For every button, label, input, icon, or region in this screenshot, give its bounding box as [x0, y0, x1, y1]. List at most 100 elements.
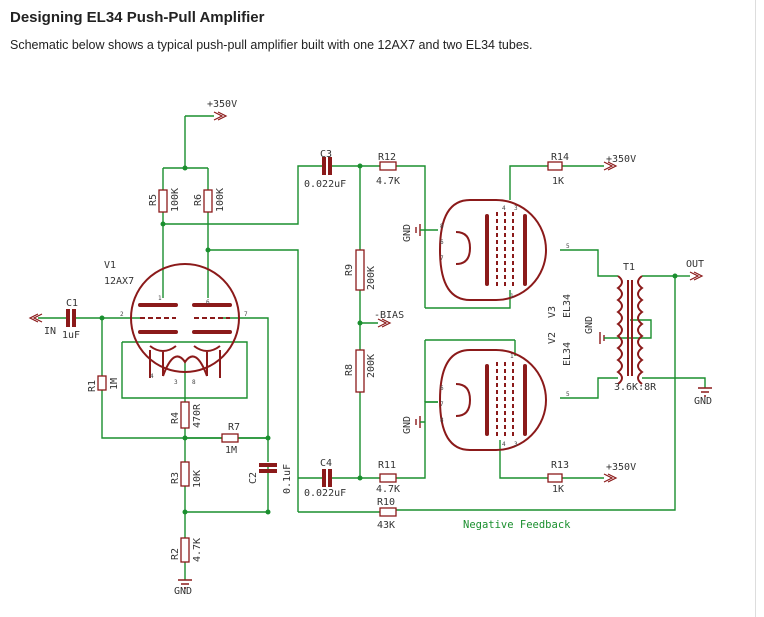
- v1-tube: [130, 263, 240, 378]
- svg-text:7: 7: [440, 255, 444, 262]
- r5-value: 100K: [170, 188, 181, 212]
- rail-top-label: +350V: [207, 99, 237, 110]
- r13-body: [547, 473, 563, 483]
- v3-gnd-label: GND: [402, 224, 413, 242]
- r4-value: 470R: [192, 403, 203, 428]
- svg-text:2: 2: [120, 311, 124, 318]
- r14-value: 1K: [552, 176, 564, 187]
- svg-text:1: 1: [510, 293, 514, 300]
- gnd-t1-icon: [599, 332, 605, 344]
- gnd-r2-icon: [178, 579, 192, 589]
- r14-ref: R14: [551, 152, 569, 163]
- output-label: OUT: [686, 259, 704, 270]
- r7-value: 1M: [225, 445, 237, 456]
- rail-arrows: [28, 111, 704, 483]
- c4-value: 0.022uF: [304, 488, 346, 499]
- r1-body: [97, 375, 107, 391]
- r4-body: [180, 401, 190, 429]
- r6-ref: R6: [193, 194, 204, 206]
- c2-body: [259, 463, 277, 473]
- r10-value: 43K: [377, 520, 395, 531]
- r9-ref: R9: [344, 264, 355, 276]
- r9-body: [355, 249, 365, 291]
- page-title: Designing EL34 Push-Pull Amplifier: [10, 9, 265, 26]
- svg-text:4: 4: [502, 205, 506, 212]
- svg-text:8: 8: [440, 417, 444, 424]
- r5-ref: R5: [148, 194, 159, 206]
- v1-type: 12AX7: [104, 276, 134, 287]
- v3-type: EL34: [562, 294, 573, 318]
- v1-ref: V1: [104, 260, 116, 271]
- t1-ratio: 3.6K:8R: [614, 382, 657, 393]
- svg-text:8: 8: [440, 223, 444, 230]
- gnd-v3-icon: [415, 224, 421, 236]
- v2-gnd-label: GND: [402, 416, 413, 434]
- c1-ref: C1: [66, 298, 78, 309]
- input-label: IN: [44, 326, 56, 337]
- c1-value: 1uF: [62, 330, 80, 341]
- r2-ref: R2: [170, 548, 181, 560]
- resistors: [97, 161, 563, 563]
- v3-tube: [438, 199, 547, 301]
- svg-text:7: 7: [244, 311, 248, 318]
- svg-text:4: 4: [150, 373, 154, 380]
- r13-ref: R13: [551, 460, 569, 471]
- output-transformer: [616, 275, 644, 385]
- bias-label: -BIAS: [374, 310, 404, 321]
- r3-body: [180, 461, 190, 487]
- svg-text:5: 5: [566, 391, 570, 398]
- r10-ref: R10: [377, 497, 395, 508]
- r11-value: 4.7K: [376, 484, 400, 495]
- r4-ref: R4: [170, 412, 181, 424]
- v2-type: EL34: [562, 342, 573, 366]
- gnd-v2-icon: [415, 416, 421, 428]
- rail-r14-label: +350V: [606, 154, 636, 165]
- c2-ref: C2: [248, 472, 259, 484]
- c4-ref: C4: [320, 458, 332, 469]
- svg-text:7: 7: [440, 401, 444, 408]
- c1-body: [66, 309, 76, 327]
- c2-value: 0.1uF: [282, 464, 293, 494]
- r8-ref: R8: [344, 364, 355, 376]
- r7-body: [221, 433, 239, 443]
- junction-dots: [99, 163, 678, 515]
- svg-text:8: 8: [192, 379, 196, 386]
- svg-text:5: 5: [566, 243, 570, 250]
- r3-ref: R3: [170, 472, 181, 484]
- v3-ref: V3: [547, 306, 558, 318]
- svg-text:3: 3: [514, 205, 518, 212]
- svg-text:6: 6: [440, 385, 444, 392]
- t1-gnd-label: GND: [584, 316, 595, 334]
- r12-ref: R12: [378, 152, 396, 163]
- r13-value: 1K: [552, 484, 564, 495]
- v2-ref: V2: [547, 332, 558, 344]
- capacitors: [66, 157, 332, 487]
- svg-text:4: 4: [502, 441, 506, 448]
- svg-text:3: 3: [514, 441, 518, 448]
- gnd-out-icon: [698, 387, 712, 397]
- r6-body: [203, 189, 213, 213]
- svg-text:1: 1: [510, 353, 514, 360]
- r1-value: 1M: [109, 378, 120, 390]
- r10-body: [379, 507, 397, 517]
- pin-numbers: 2 7 4 3 8 6 1 8 6 7 3 4 1 5 1 4 6 7 8 3 …: [120, 205, 570, 448]
- r2-gnd-label: GND: [174, 586, 192, 597]
- rail-r13-label: +350V: [606, 462, 636, 473]
- svg-text:6: 6: [440, 239, 444, 246]
- r1-ref: R1: [87, 380, 98, 392]
- c3-value: 0.022uF: [304, 179, 346, 190]
- r6-value: 100K: [215, 188, 226, 212]
- wires: [38, 115, 706, 580]
- r2-body: [180, 537, 190, 563]
- out-gnd-label: GND: [694, 396, 712, 407]
- svg-text:6: 6: [206, 299, 210, 306]
- c3-ref: C3: [320, 149, 332, 160]
- r8-value: 200K: [366, 354, 377, 378]
- r9-value: 200K: [366, 266, 377, 290]
- r12-value: 4.7K: [376, 176, 400, 187]
- r11-body: [379, 473, 397, 483]
- schematic-labels: +350V +350V +350V -BIAS IN OUT GND GND V…: [44, 99, 712, 597]
- r8-body: [355, 349, 365, 393]
- r14-body: [547, 161, 563, 171]
